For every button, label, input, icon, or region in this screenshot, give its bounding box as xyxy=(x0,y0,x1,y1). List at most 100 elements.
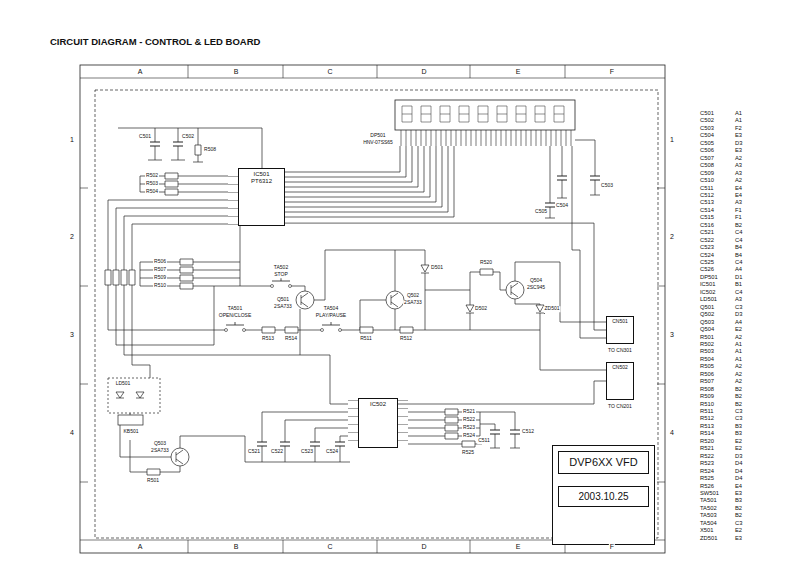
display-pins xyxy=(398,130,573,146)
part-reference-cell: C505 xyxy=(700,140,714,146)
grid-position-cell: E3 xyxy=(735,490,742,496)
part-reference-cell: SW501 xyxy=(700,490,719,496)
part-reference-cell: C511 xyxy=(700,184,713,190)
part-reference-cell: C509 xyxy=(700,169,714,175)
grid-position-cell: D3 xyxy=(735,311,742,317)
part-label: 2SA733 xyxy=(403,300,423,306)
part-reference-cell: DP501 xyxy=(700,274,718,280)
part-label: R510 xyxy=(153,283,167,289)
grid-position-cell: A1 xyxy=(735,110,742,116)
wire-connector xyxy=(285,223,606,330)
part-reference-cell: R509 xyxy=(700,393,714,399)
node-subtext: PT6312 xyxy=(241,178,282,185)
part-label: Q504 xyxy=(529,278,543,284)
grid-position-cell: E2 xyxy=(735,527,742,533)
part-label: 2SA733 xyxy=(273,304,293,310)
part-reference-cell: Q502 xyxy=(700,311,714,317)
part-label: KB501 xyxy=(122,429,139,435)
grid-reference: 2 xyxy=(69,233,75,241)
connector-box: CN502 xyxy=(606,362,634,400)
switch-contact xyxy=(225,285,342,332)
part-reference-cell: TA502 xyxy=(700,505,717,511)
grid-position-cell: B2 xyxy=(735,505,742,511)
grid-reference: A xyxy=(137,68,144,76)
grid-position-cell: B2 xyxy=(735,385,742,391)
wire-connector xyxy=(398,381,606,404)
grid-position-cell: A2 xyxy=(735,333,742,339)
grid-reference: B xyxy=(233,68,240,76)
part-reference-cell: C501 xyxy=(700,110,714,116)
part-reference-cell: C502 xyxy=(700,117,714,123)
part-label: R522 xyxy=(462,417,476,423)
part-label: R525 xyxy=(461,450,475,456)
grid-position-cell: C3 xyxy=(735,408,742,414)
part-reference-cell: Q504 xyxy=(700,326,714,332)
grid-position-cell: C3 xyxy=(735,304,742,310)
grid-reference: D xyxy=(420,68,427,76)
grid-position-cell: A2 xyxy=(735,363,742,369)
grid-reference: C xyxy=(326,68,333,76)
part-label: TA504 xyxy=(323,306,339,312)
part-reference-cell: R524 xyxy=(700,467,714,473)
part-label: TA501 xyxy=(227,306,243,312)
part-reference-cell: C503 xyxy=(700,125,714,131)
grid-position-cell: B3 xyxy=(735,430,742,436)
part-label: LD501 xyxy=(115,381,132,387)
grid-position-cell: E3 xyxy=(735,147,742,153)
part-reference-cell: X501 xyxy=(700,527,714,533)
grid-position-cell: A1 xyxy=(735,117,742,123)
part-label: C523 xyxy=(300,449,314,455)
ic-chip: IC502 xyxy=(358,398,398,448)
part-label: R501 xyxy=(146,478,160,484)
part-label: PLAY/PAUSE xyxy=(315,313,347,319)
part-reference-cell: LD501 xyxy=(700,296,717,302)
part-label: OPEN/CLOSE xyxy=(218,313,253,319)
part-reference-cell: C525 xyxy=(700,259,714,265)
connector-box: CN501 xyxy=(606,316,634,344)
grid-position-cell: C3 xyxy=(735,520,742,526)
grid-position-cell: E3 xyxy=(735,534,742,540)
part-label: C505 xyxy=(534,209,548,215)
part-reference-cell: C510 xyxy=(700,177,714,183)
node-text: DVP6XX VFD xyxy=(558,451,649,474)
part-reference-cell: C522 xyxy=(700,236,714,242)
part-reference-cell: IC502 xyxy=(700,289,715,295)
part-label: R507 xyxy=(153,267,167,273)
part-label: R521 xyxy=(462,409,476,415)
part-reference-cell: R521 xyxy=(700,445,714,451)
grid-position-cell: D4 xyxy=(735,460,742,466)
ic-pins xyxy=(228,170,238,226)
part-reference-cell: C521 xyxy=(700,229,714,235)
transistor-symbol xyxy=(171,281,524,466)
part-reference-cell: Q501 xyxy=(700,304,714,310)
part-label: Q501 xyxy=(276,297,290,303)
node-text: CN501 xyxy=(609,319,631,325)
part-reference-cell: R512 xyxy=(700,415,714,421)
part-label: C524 xyxy=(325,449,339,455)
grid-position-cell: B4 xyxy=(735,251,742,257)
connector-symbol xyxy=(118,415,143,425)
part-reference-cell: C516 xyxy=(700,222,714,228)
part-reference-cell: R520 xyxy=(700,438,714,444)
title-block: DVP6XX VFD2003.10.25 xyxy=(552,445,655,545)
part-reference-cell: R523 xyxy=(700,460,714,466)
led-module-outline xyxy=(108,378,160,413)
diagram-title: CIRCUIT DIAGRAM - CONTROL & LED BOARD xyxy=(50,36,260,47)
drawing-frame xyxy=(80,65,665,553)
grid-position-cell: A2 xyxy=(735,177,742,183)
grid-reference: E xyxy=(515,543,522,551)
grid-position-cell: D3 xyxy=(735,453,742,459)
grid-reference: E xyxy=(515,68,522,76)
grid-position-cell: B3 xyxy=(735,423,742,429)
grid-position-cell: E2 xyxy=(735,438,742,444)
grid-position-cell: A1 xyxy=(735,356,742,362)
part-label: D502 xyxy=(474,306,488,312)
grid-position-cell: D4 xyxy=(735,475,742,481)
display-digits xyxy=(402,106,564,122)
grid-position-cell: D4 xyxy=(735,467,742,473)
part-reference-cell: R514 xyxy=(700,430,714,436)
part-label: C522 xyxy=(270,449,284,455)
grid-strip xyxy=(80,65,665,553)
grid-position-cell: B2 xyxy=(735,393,742,399)
